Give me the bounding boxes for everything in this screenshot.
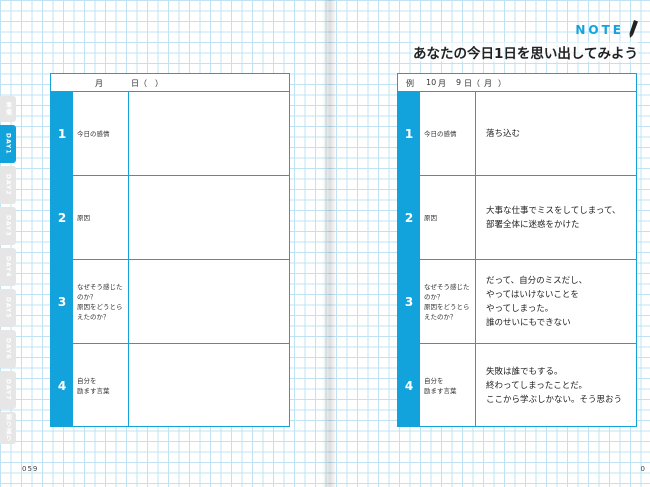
side-tab-day5[interactable]: DAY5 bbox=[0, 289, 16, 327]
worksheet-row: 1 今日の感情 bbox=[51, 92, 289, 176]
row-number: 3 bbox=[398, 260, 420, 343]
row-number: 3 bbox=[51, 260, 73, 343]
row-number: 4 bbox=[398, 344, 420, 427]
side-tab-label: DAY4 bbox=[4, 256, 12, 278]
side-tab-label: DAY1 bbox=[4, 133, 12, 155]
answer-field[interactable] bbox=[129, 92, 289, 175]
worksheet-row: 2 原因 bbox=[51, 176, 289, 260]
worksheet-row: 3 なぜそう感じた のか？ 原因をどうとら えたのか？ bbox=[51, 260, 289, 344]
answer-field[interactable] bbox=[129, 260, 289, 343]
row-label: 自分を 励ます言葉 bbox=[420, 344, 476, 427]
side-tab-label: DAY3 bbox=[4, 215, 12, 237]
date-header: 例 10 月 9 日（ 月 ） bbox=[398, 74, 636, 92]
answer-text: 失敗は誰でもする。 終わってしまったことだ。 ここから学ぶしかない。そう思おう bbox=[486, 366, 623, 405]
worksheet-row: 4 自分を 励ます言葉 失敗は誰でもする。 終わってしまったことだ。 ここから学… bbox=[398, 344, 636, 427]
day-value: 9 bbox=[456, 78, 462, 87]
page-number-right: 0 bbox=[640, 465, 646, 473]
month-label: 月 bbox=[438, 79, 446, 88]
row-label: 今日の感情 bbox=[73, 92, 129, 175]
answer-text: 大事な仕事でミスをしてしまって、 部署全体に迷惑をかけた bbox=[486, 205, 621, 230]
row-label: 原因 bbox=[73, 176, 129, 259]
pencil-icon bbox=[629, 20, 638, 38]
answer-field[interactable] bbox=[129, 344, 289, 427]
answer-field[interactable] bbox=[129, 176, 289, 259]
side-tab-label: DAY6 bbox=[4, 338, 12, 360]
answer-text: だって、自分のミスだし、 やってはいけないことを やってしまった。 誰のせいにも… bbox=[486, 275, 588, 328]
page-number-left: 059 bbox=[22, 465, 39, 473]
day-label: 日（ bbox=[131, 79, 147, 88]
side-tab-label: DAY5 bbox=[4, 297, 12, 319]
weekday-value: 月 bbox=[484, 79, 492, 88]
note-header: NOTE あなたの今日1日を思い出してみよう bbox=[413, 20, 642, 64]
example-worksheet: 例 10 月 9 日（ 月 ） 1 今日の感情 落ち込む 2 原因 大事な仕事で… bbox=[397, 73, 637, 427]
row-label: 原因 bbox=[420, 176, 476, 259]
side-tab-day4[interactable]: DAY4 bbox=[0, 248, 16, 286]
page-title: あなたの今日1日を思い出してみよう bbox=[413, 42, 638, 62]
row-number: 2 bbox=[398, 176, 420, 259]
worksheet-row: 4 自分を 励ます言葉 bbox=[51, 344, 289, 427]
row-number: 2 bbox=[51, 176, 73, 259]
side-tab-review[interactable]: 振り返り bbox=[0, 412, 16, 444]
row-number: 1 bbox=[51, 92, 73, 175]
row-label: 今日の感情 bbox=[420, 92, 476, 175]
weekday-close: ） bbox=[498, 79, 506, 88]
worksheet-row: 1 今日の感情 落ち込む bbox=[398, 92, 636, 176]
row-label: 自分を 励ます言葉 bbox=[73, 344, 129, 427]
worksheet-row: 3 なぜそう感じた のか？ 原因をどうとら えたのか？ だって、自分のミスだし、… bbox=[398, 260, 636, 344]
date-header: 月 日（ ） bbox=[51, 74, 289, 92]
note-label: NOTE bbox=[575, 23, 624, 37]
book-gutter bbox=[322, 0, 336, 487]
worksheet-row: 2 原因 大事な仕事でミスをしてしまって、 部署全体に迷惑をかけた bbox=[398, 176, 636, 260]
side-tab-day7[interactable]: DAY7 bbox=[0, 371, 16, 409]
row-label: なぜそう感じた のか？ 原因をどうとら えたのか？ bbox=[420, 260, 476, 343]
blank-worksheet: 月 日（ ） 1 今日の感情 2 原因 3 なぜそう感じた のか？ 原因をどうと… bbox=[50, 73, 290, 427]
side-tab-label: DAY2 bbox=[4, 174, 12, 196]
month-label: 月 bbox=[95, 79, 103, 88]
side-tab-label: 振り返り bbox=[4, 414, 12, 442]
answer-text: 落ち込む bbox=[486, 128, 521, 139]
side-tab-day1[interactable]: DAY1 bbox=[0, 125, 16, 163]
side-tab-day6[interactable]: DAY6 bbox=[0, 330, 16, 368]
weekday-close: ） bbox=[155, 79, 163, 88]
month-value: 10 bbox=[426, 78, 437, 87]
side-tab-prep[interactable]: 準備 bbox=[0, 96, 16, 122]
side-tab-day2[interactable]: DAY2 bbox=[0, 166, 16, 204]
side-tab-day3[interactable]: DAY3 bbox=[0, 207, 16, 245]
example-label: 例 bbox=[406, 79, 414, 88]
side-tab-label: DAY7 bbox=[4, 379, 12, 401]
row-number: 4 bbox=[51, 344, 73, 427]
row-number: 1 bbox=[398, 92, 420, 175]
row-label: なぜそう感じた のか？ 原因をどうとら えたのか？ bbox=[73, 260, 129, 343]
day-label: 日（ bbox=[464, 79, 480, 88]
side-tab-label: 準備 bbox=[4, 102, 12, 116]
